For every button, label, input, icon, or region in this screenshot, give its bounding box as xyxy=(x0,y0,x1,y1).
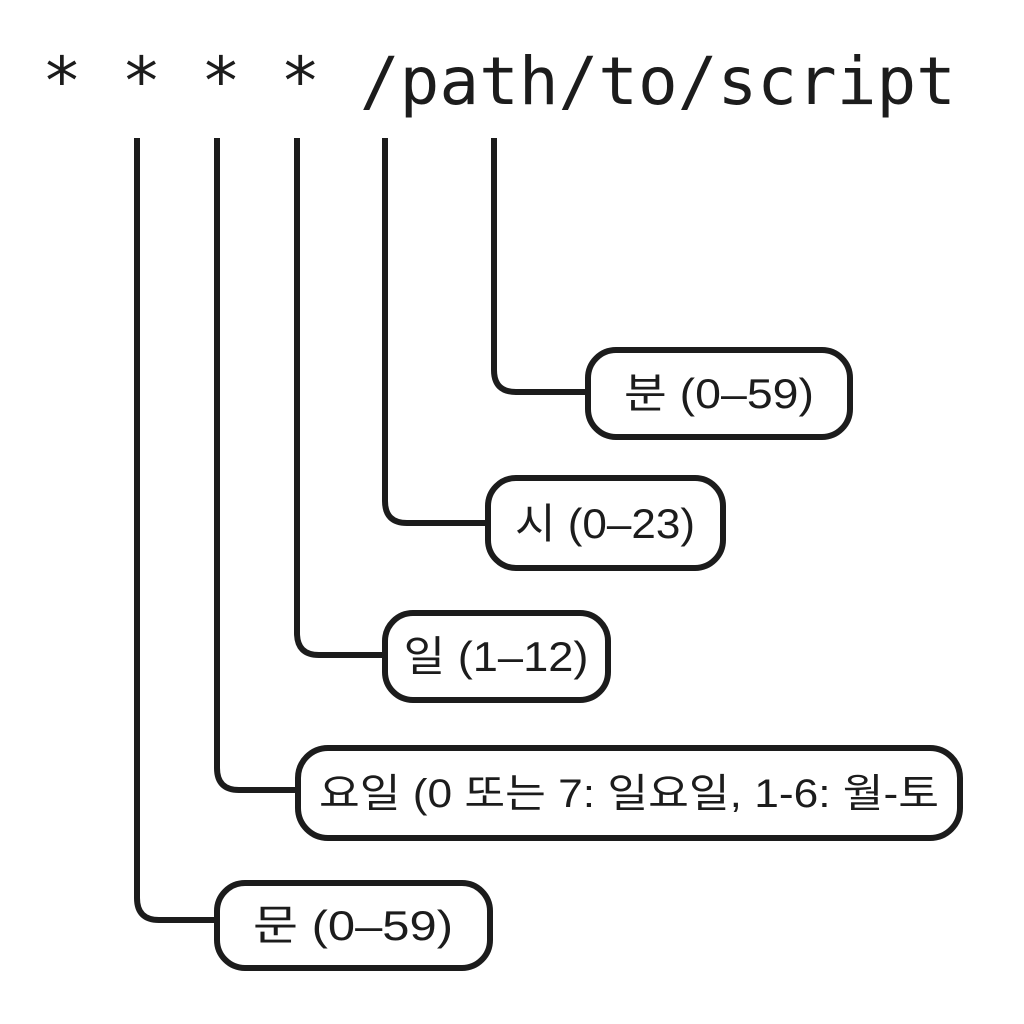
label-text-hour: 시 (0–23) xyxy=(515,500,695,547)
label-box-minute-bottom xyxy=(214,880,493,971)
label-box-hour xyxy=(485,475,726,571)
label-box-day-of-week xyxy=(295,745,963,841)
cron-expression-text: * * * * /path/to/script xyxy=(42,43,956,120)
label-text-day: 일 (1–12) xyxy=(404,633,589,680)
label-text-day-of-week: 요일 (0 또는 7: 일요일, 1-6: 월-토 xyxy=(319,772,939,816)
connector-day-of-week xyxy=(214,138,298,793)
connector-hour xyxy=(382,138,488,526)
label-box-minute xyxy=(585,347,853,440)
label-group-day: 일 (1–12) xyxy=(382,610,611,703)
label-box-day xyxy=(382,610,611,703)
label-group-hour: 시 (0–23) xyxy=(485,475,726,571)
label-text-minute-bottom: 문 (0–59) xyxy=(253,902,453,949)
connector-day xyxy=(294,138,385,658)
label-group-minute: 분 (0–59) xyxy=(585,347,853,440)
connector-minute xyxy=(491,138,588,395)
label-text-minute: 분 (0–59) xyxy=(624,370,814,417)
label-group-minute-bottom: 문 (0–59) xyxy=(214,880,493,971)
label-group-day-of-week: 요일 (0 또는 7: 일요일, 1-6: 월-토 xyxy=(295,745,963,841)
connector-minute-bottom xyxy=(134,138,217,923)
